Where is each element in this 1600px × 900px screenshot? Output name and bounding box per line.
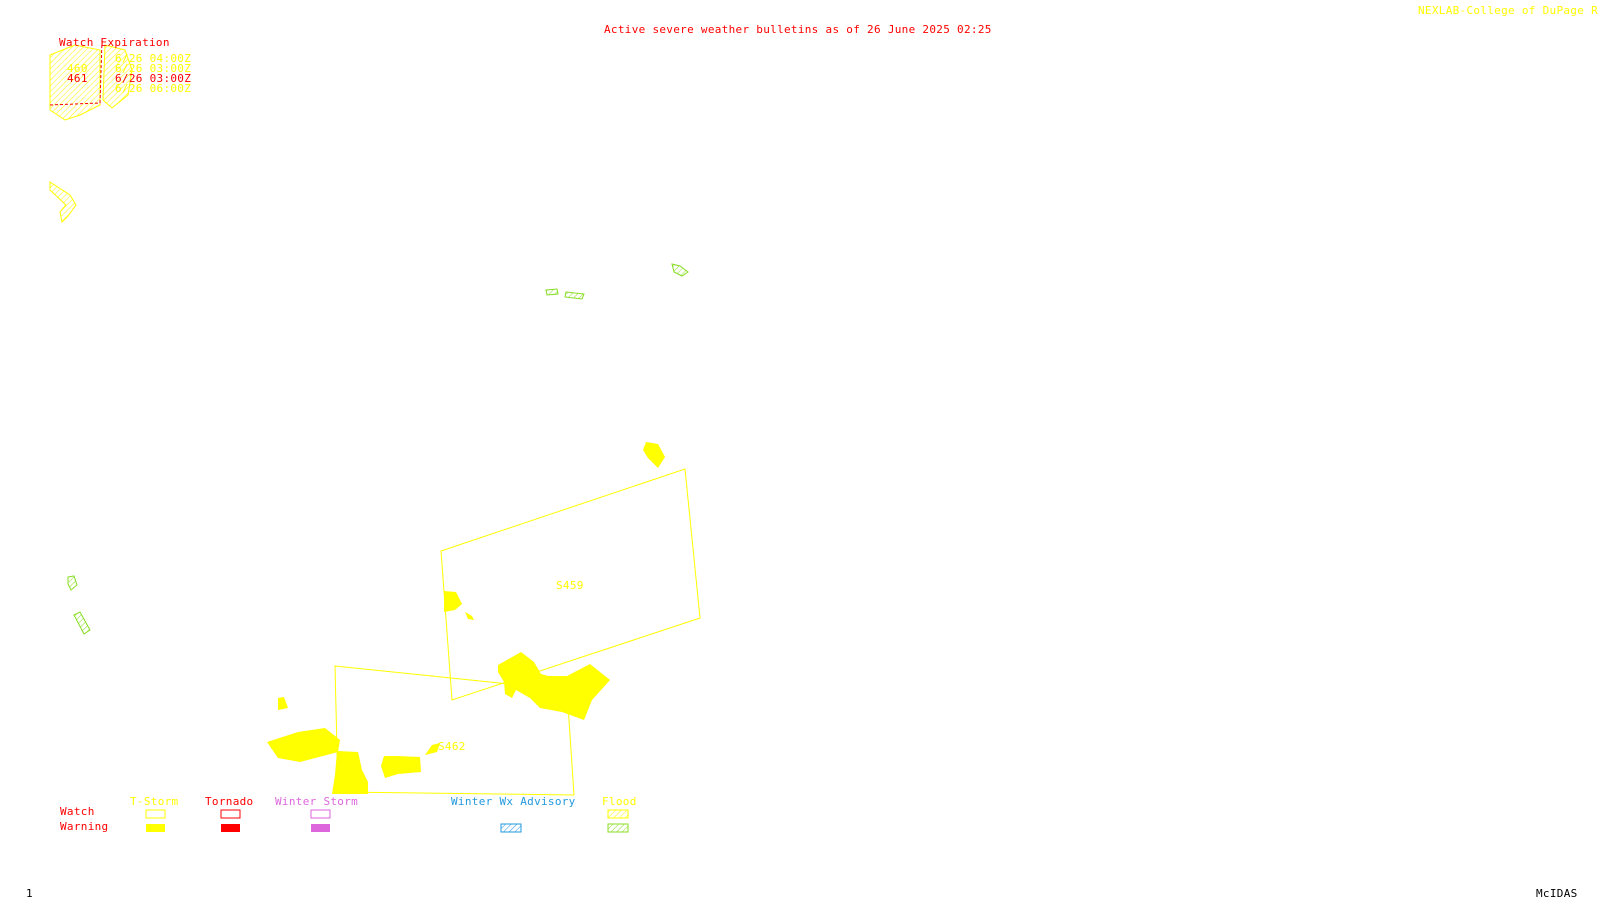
flood-area-nw-1 bbox=[49, 44, 101, 121]
tstorm-warning-5 bbox=[278, 697, 288, 710]
watch-row-2-expires: 6/26 03:00Z bbox=[115, 62, 192, 75]
legend-tstorm-label: T-Storm bbox=[130, 795, 179, 808]
flood-warning-3 bbox=[564, 291, 585, 300]
tstorm-warning-8 bbox=[381, 756, 421, 778]
flood-area-west bbox=[49, 181, 77, 224]
legend-winter-advisory-warning-swatch bbox=[500, 823, 522, 833]
watch-462-label: S462 bbox=[438, 740, 466, 753]
flood-warning-2 bbox=[545, 288, 559, 296]
flood-warning-4 bbox=[67, 575, 78, 591]
upper-left-flood-areas bbox=[49, 39, 133, 224]
tstorm-watches bbox=[334, 468, 701, 796]
legend-tstorm-warning-swatch bbox=[146, 824, 165, 832]
watch-row-3-id: 461 bbox=[67, 72, 88, 85]
watch-row-2-id: 460 bbox=[67, 62, 88, 75]
legend-tornado-watch-swatch bbox=[220, 809, 241, 819]
watch-row-1-expires: 6/26 04:00Z bbox=[115, 52, 192, 65]
watch-459-box bbox=[440, 468, 701, 701]
map-title: Active severe weather bulletins as of 26… bbox=[604, 23, 992, 36]
tstorm-warning-3 bbox=[465, 612, 474, 620]
watch-row-1: 6/26 04:00Z bbox=[59, 53, 191, 65]
legend-row-warning: Warning bbox=[60, 820, 109, 833]
legend-swatches bbox=[145, 809, 629, 833]
legend-winter-storm-label: Winter Storm bbox=[275, 795, 359, 808]
watch-row-4-expires: 6/26 06:00Z bbox=[115, 82, 192, 95]
legend-flood-warning-swatch bbox=[607, 823, 629, 833]
flood-warning-1 bbox=[671, 263, 689, 277]
tstorm-warning-2 bbox=[444, 591, 462, 612]
watch-459-label: S459 bbox=[556, 579, 584, 592]
tstorm-warning-4 bbox=[498, 652, 610, 720]
flood-warning-5 bbox=[73, 611, 91, 635]
legend-flood-watch-swatch bbox=[607, 809, 629, 819]
legend-winter-storm-warning-swatch bbox=[311, 824, 330, 832]
legend-tornado-warning-swatch bbox=[221, 824, 240, 832]
legend-tornado-label: Tornado bbox=[205, 795, 254, 808]
tstorm-warning-1 bbox=[643, 442, 665, 468]
watch-row-2: 460 6/26 03:00Z bbox=[59, 63, 191, 75]
legend-flood-label: Flood bbox=[602, 795, 637, 808]
flood-area-nw-2 bbox=[102, 44, 133, 109]
software-label: McIDAS bbox=[1536, 887, 1578, 900]
flood-warnings bbox=[67, 263, 689, 635]
watch-461-outline bbox=[49, 39, 103, 106]
watch-expiration-heading: Watch Expiration bbox=[59, 36, 170, 49]
tstorm-warnings bbox=[267, 442, 665, 794]
legend-row-watch: Watch bbox=[60, 805, 95, 818]
legend-tstorm-watch-swatch bbox=[145, 809, 166, 819]
tstorm-warning-9 bbox=[425, 743, 440, 755]
tstorm-warning-7 bbox=[332, 751, 368, 794]
watch-row-3-expires: 6/26 03:00Z bbox=[115, 72, 192, 85]
tstorm-warning-6 bbox=[267, 728, 340, 762]
frame-number: 1 bbox=[26, 887, 33, 900]
legend-winter-storm-watch-swatch bbox=[310, 809, 331, 819]
watch-row-3: 461 6/26 03:00Z bbox=[59, 73, 191, 85]
watch-row-4: 6/26 06:00Z bbox=[59, 83, 191, 95]
credit-label: NEXLAB-College of DuPage R bbox=[1418, 4, 1598, 17]
legend-winter-advisory-label: Winter Wx Advisory bbox=[451, 795, 576, 808]
